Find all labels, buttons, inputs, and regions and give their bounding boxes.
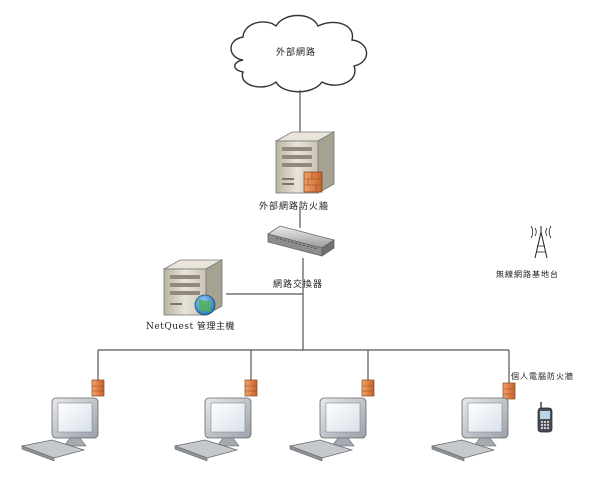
firewall-label: 外部網路防火牆 bbox=[259, 202, 330, 212]
firewall-badge-icon bbox=[502, 382, 516, 400]
personal-firewall-label: 個人電腦防火牆 bbox=[511, 372, 574, 381]
firewall-server-icon bbox=[274, 131, 336, 194]
desktop-computer-icon bbox=[288, 397, 367, 462]
wireless-ap-label: 無線網路基地台 bbox=[496, 270, 559, 279]
antenna-icon bbox=[530, 225, 552, 259]
desktop-computer-icon bbox=[430, 397, 509, 462]
firewall-badge-icon bbox=[91, 379, 105, 397]
firewall-badge-icon bbox=[361, 379, 375, 397]
desktop-computer-icon bbox=[173, 397, 252, 462]
mobile-phone-icon bbox=[537, 402, 553, 433]
mgmt-host-label: NetQuest 管理主機 bbox=[146, 322, 235, 332]
switch-label: 網路交換器 bbox=[273, 280, 324, 290]
network-switch-icon bbox=[267, 225, 335, 257]
management-server-icon bbox=[162, 259, 224, 316]
desktop-computer-icon bbox=[20, 397, 99, 462]
cloud-icon bbox=[230, 14, 368, 93]
firewall-badge-icon bbox=[303, 171, 323, 193]
globe-icon bbox=[194, 294, 216, 316]
firewall-badge-icon bbox=[244, 379, 258, 397]
cloud-label: 外部網路 bbox=[276, 48, 317, 58]
